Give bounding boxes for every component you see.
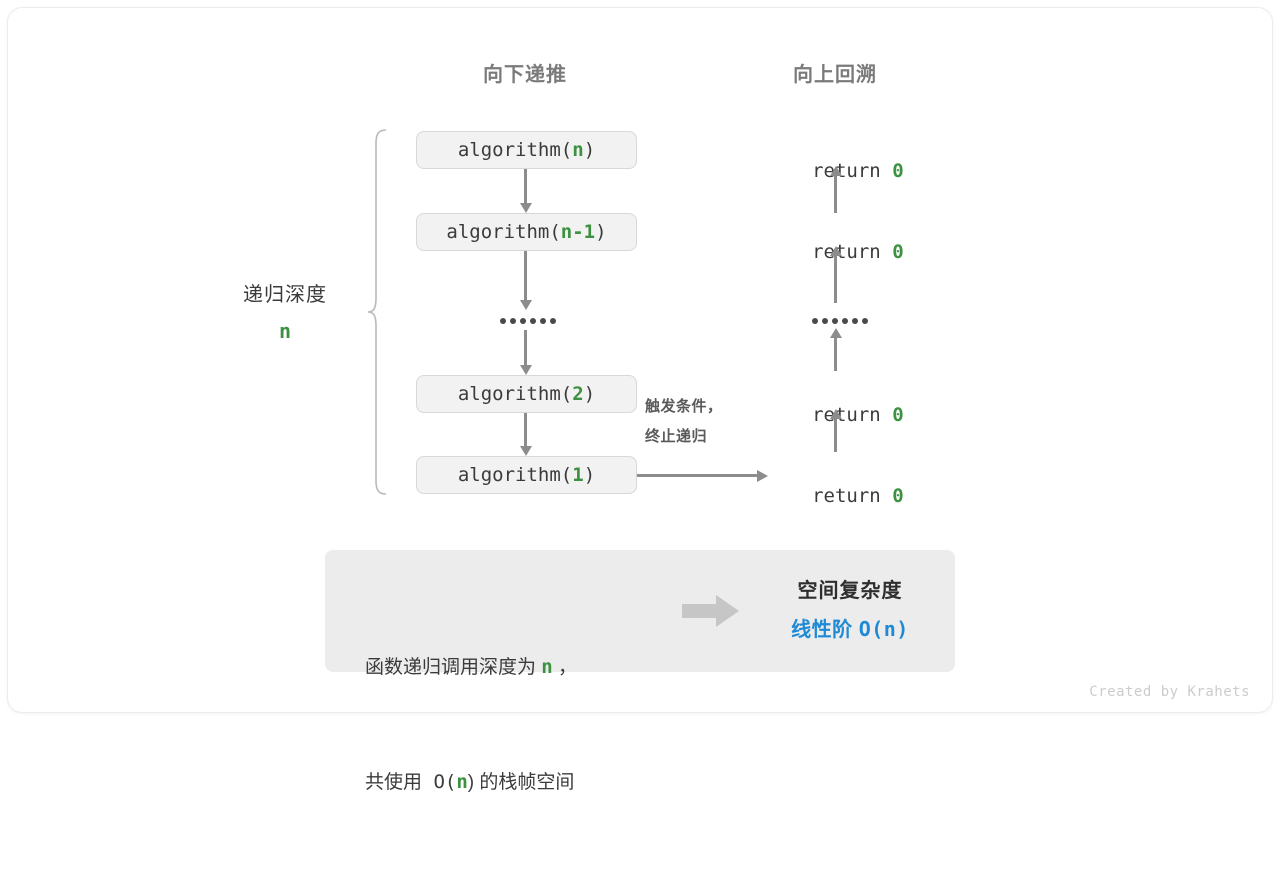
summary-line-1-part-b: ， xyxy=(552,657,578,678)
right-ellipsis-dots xyxy=(812,318,868,324)
summary-line-2: 共使用 O(n) 的栈帧空间 xyxy=(365,763,577,802)
return-keyword: return xyxy=(812,404,893,426)
right-block-arrow-icon xyxy=(682,595,739,627)
call-box-suffix: ) xyxy=(583,464,596,486)
call-box-prefix: algorithm( xyxy=(457,383,573,405)
call-box-prefix: algorithm( xyxy=(457,464,573,486)
summary-conclusion-title: 空间复杂度 xyxy=(797,580,903,602)
dot xyxy=(862,318,868,324)
recursion-depth-value: n xyxy=(278,319,292,343)
up-arrow-4 xyxy=(834,418,837,452)
up-arrow-3 xyxy=(834,337,837,371)
call-box-1[interactable]: algorithm(1) xyxy=(416,456,637,494)
call-box-arg: n-1 xyxy=(560,221,596,243)
dot xyxy=(550,318,556,324)
return-keyword: return xyxy=(812,160,893,182)
call-box-suffix: ) xyxy=(595,221,607,243)
termination-note-line-1: 触发条件， xyxy=(645,398,723,415)
dot xyxy=(510,318,516,324)
summary-conclusion: 空间复杂度 线性阶 O(n) xyxy=(755,572,945,649)
call-box-prefix: algorithm( xyxy=(446,221,561,243)
call-box-2[interactable]: algorithm(2) xyxy=(416,375,637,413)
down-arrow-1 xyxy=(524,169,527,204)
termination-note-line-2: 终止递归 xyxy=(645,428,708,445)
return-value: 0 xyxy=(892,160,904,182)
dot xyxy=(500,318,506,324)
dot xyxy=(812,318,818,324)
dot xyxy=(530,318,536,324)
summary-line-1: 函数递归调用深度为 n ， xyxy=(365,648,577,687)
return-statement-4: return 0 xyxy=(700,463,970,529)
dot xyxy=(852,318,858,324)
diagram-canvas: 向下递推 向上回溯 递归深度 n algorithm(n) algorithm(… xyxy=(0,0,1280,720)
summary-line-1-part-a: 函数递归调用深度为 xyxy=(365,657,542,678)
call-box-n-minus-1[interactable]: algorithm(n-1) xyxy=(416,213,637,251)
call-box-prefix: algorithm( xyxy=(457,139,573,161)
call-box-suffix: ) xyxy=(583,383,596,405)
summary-description: 函数递归调用深度为 n ， 共使用 O(n) 的栈帧空间 xyxy=(365,572,577,878)
summary-conclusion-value: 线性阶 O(n) xyxy=(755,610,945,649)
down-arrow-3 xyxy=(524,330,527,366)
termination-note: 触发条件， 终止递归 xyxy=(645,392,775,452)
return-keyword: return xyxy=(812,241,893,263)
dot xyxy=(822,318,828,324)
summary-line-1-n: n xyxy=(541,656,553,678)
call-box-suffix: ) xyxy=(583,139,596,161)
summary-conclusion-value-label: 线性阶 xyxy=(791,619,859,641)
left-ellipsis-dots xyxy=(500,318,556,324)
column-header-upward-backtrack: 向上回溯 xyxy=(793,64,877,86)
recursion-depth-brace xyxy=(367,129,387,495)
call-box-n[interactable]: algorithm(n) xyxy=(416,131,637,169)
up-arrow-2 xyxy=(834,255,837,303)
dot xyxy=(520,318,526,324)
return-keyword: return xyxy=(812,485,893,507)
summary-line-2-n: n xyxy=(456,771,468,793)
call-box-arg: n xyxy=(572,139,584,161)
call-box-arg: 2 xyxy=(572,383,584,405)
column-header-downward-recursion: 向下递推 xyxy=(483,64,567,86)
summary-line-2-part-a: 共使用 O( xyxy=(365,771,457,793)
down-arrow-2 xyxy=(524,251,527,301)
summary-conclusion-value-notation: O(n) xyxy=(858,617,909,641)
return-value: 0 xyxy=(892,241,904,263)
down-arrow-4 xyxy=(524,413,527,447)
up-arrow-1 xyxy=(834,175,837,213)
dot xyxy=(540,318,546,324)
return-value: 0 xyxy=(892,485,904,507)
dot xyxy=(832,318,838,324)
summary-panel: 函数递归调用深度为 n ， 共使用 O(n) 的栈帧空间 空间复杂度 线性阶 O… xyxy=(325,550,955,793)
return-value: 0 xyxy=(892,404,904,426)
call-box-arg: 1 xyxy=(572,464,584,486)
recursion-depth-label: 递归深度 n xyxy=(210,280,360,346)
recursion-depth-text: 递归深度 xyxy=(243,284,327,306)
summary-line-2-part-b: ) 的栈帧空间 xyxy=(467,772,575,793)
dot xyxy=(842,318,848,324)
footer-credit: Created by Krahets xyxy=(1089,684,1250,700)
termination-arrow xyxy=(637,474,757,477)
